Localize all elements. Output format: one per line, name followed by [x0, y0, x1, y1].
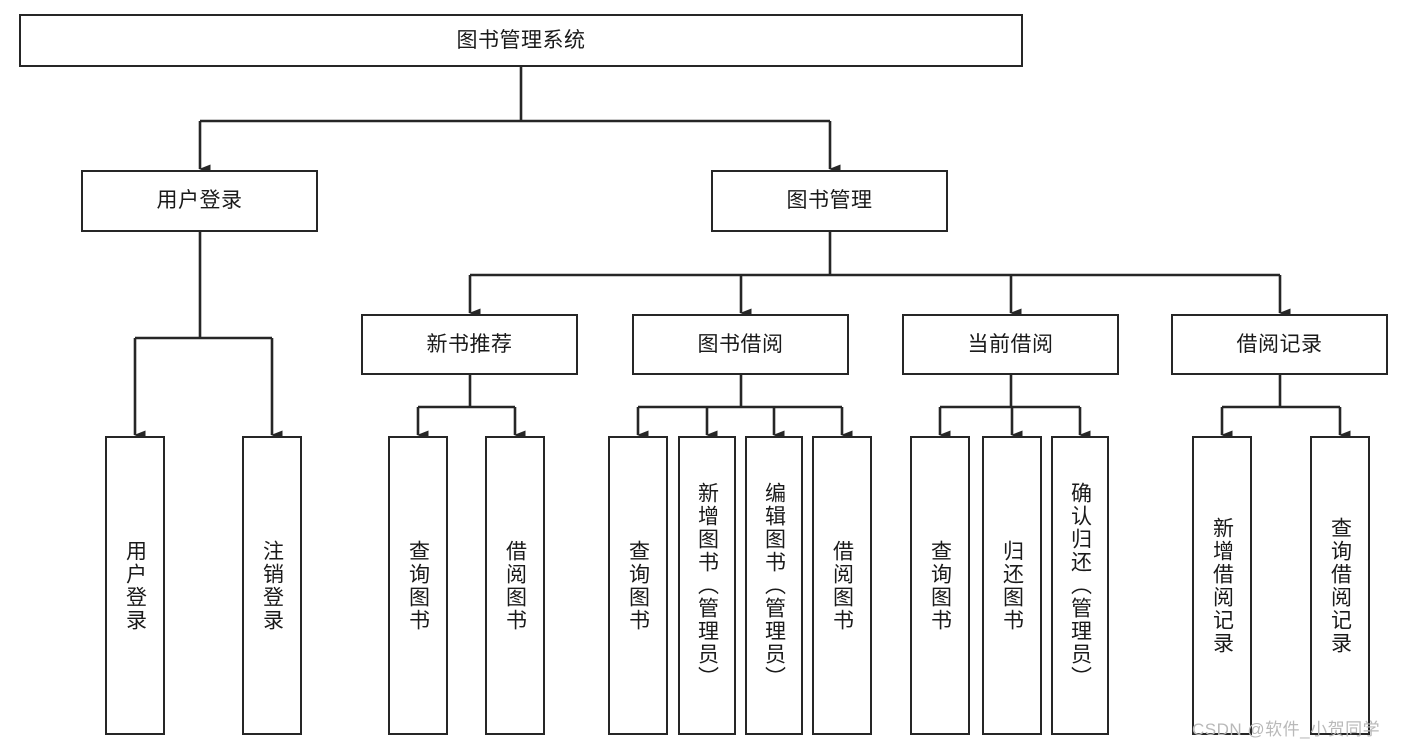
- node-borrow-record[interactable]: 借阅记录: [1171, 314, 1388, 375]
- node-label: 借阅记录: [1236, 332, 1323, 356]
- node-label: 新增图书（管理员）: [695, 482, 719, 689]
- node-new-book-recommend[interactable]: 新书推荐: [361, 314, 578, 375]
- leaf-node-leaf-borrow-book-1[interactable]: 借阅图书: [485, 436, 545, 735]
- edges: [133, 67, 1351, 440]
- node-label: 注销登录: [260, 539, 284, 632]
- node-label: 图书管理: [786, 189, 873, 213]
- node-label: 用户登录: [123, 539, 147, 632]
- leaf-node-leaf-query-book-3[interactable]: 查询图书: [910, 436, 970, 735]
- node-label: 新增借阅记录: [1210, 516, 1234, 655]
- watermark: CSDN @软件_小贺同学: [1192, 720, 1381, 739]
- node-label: 归还图书: [1000, 539, 1024, 632]
- leaf-node-leaf-return-book[interactable]: 归还图书: [982, 436, 1042, 735]
- node-label: 查询借阅记录: [1328, 516, 1352, 655]
- node-label: 借阅图书: [503, 539, 527, 632]
- leaf-node-leaf-query-record[interactable]: 查询借阅记录: [1310, 436, 1370, 735]
- node-user-login[interactable]: 用户登录: [81, 170, 318, 232]
- node-label: 当前借阅: [967, 332, 1054, 356]
- node-label: 编辑图书（管理员）: [762, 482, 786, 689]
- node-current-borrow[interactable]: 当前借阅: [902, 314, 1119, 375]
- node-label: 图书管理系统: [456, 28, 586, 52]
- leaf-node-leaf-confirm-return[interactable]: 确认归还（管理员）: [1051, 436, 1109, 735]
- leaf-node-leaf-add-book[interactable]: 新增图书（管理员）: [678, 436, 736, 735]
- leaf-node-leaf-edit-book[interactable]: 编辑图书（管理员）: [745, 436, 803, 735]
- node-root[interactable]: 图书管理系统: [19, 14, 1023, 67]
- node-label: 用户登录: [156, 189, 243, 213]
- leaf-node-leaf-query-book-2[interactable]: 查询图书: [608, 436, 668, 735]
- node-label: 查询图书: [928, 539, 952, 632]
- leaf-node-leaf-borrow-book-2[interactable]: 借阅图书: [812, 436, 872, 735]
- node-label: 借阅图书: [830, 539, 854, 632]
- leaf-node-leaf-logout[interactable]: 注销登录: [242, 436, 302, 735]
- node-book-borrow[interactable]: 图书借阅: [632, 314, 849, 375]
- node-label: 查询图书: [626, 539, 650, 632]
- leaf-node-leaf-user-login[interactable]: 用户登录: [105, 436, 165, 735]
- node-label: 新书推荐: [426, 332, 513, 356]
- node-label: 查询图书: [406, 539, 430, 632]
- leaf-node-leaf-add-record[interactable]: 新增借阅记录: [1192, 436, 1252, 735]
- node-label: 图书借阅: [697, 332, 784, 356]
- leaf-node-leaf-query-book-1[interactable]: 查询图书: [388, 436, 448, 735]
- node-label: 确认归还（管理员）: [1068, 482, 1092, 689]
- node-book-manage[interactable]: 图书管理: [711, 170, 948, 232]
